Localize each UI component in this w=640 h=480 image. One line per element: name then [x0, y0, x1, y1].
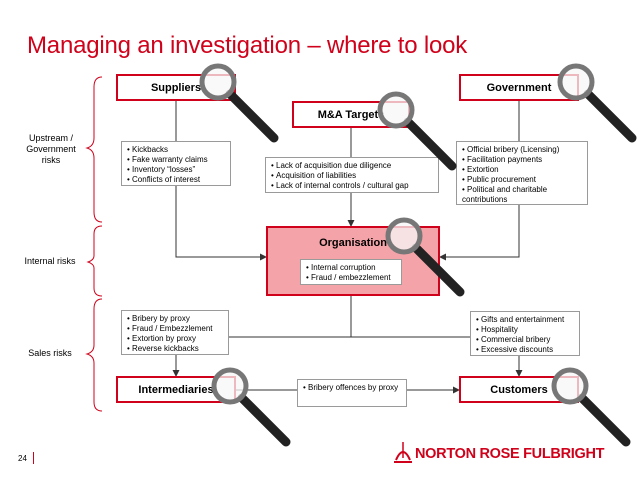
list-item: Internal corruption	[306, 263, 396, 273]
list-item: Bribery by proxy	[127, 314, 223, 324]
list-item: Fake warranty claims	[127, 155, 225, 165]
page-number: 24	[18, 454, 27, 463]
internal-bracket	[86, 225, 103, 297]
list-item: Public procurement	[462, 175, 582, 185]
magnifier-icon	[385, 217, 465, 297]
customers-risks: Gifts and entertainment Hospitality Comm…	[470, 311, 580, 356]
list-item: Fraud / Embezzlement	[127, 324, 223, 334]
intermediaries-risks: Bribery by proxy Fraud / Embezzlement Ex…	[121, 310, 229, 355]
upstream-label: Upstream / Government risks	[26, 133, 76, 165]
list-item: Extortion by proxy	[127, 334, 223, 344]
upstream-bracket	[85, 76, 103, 223]
list-item: Commercial bribery	[476, 335, 574, 345]
list-item: Extortion	[462, 165, 582, 175]
sales-bracket	[85, 298, 103, 412]
magnifier-icon	[199, 63, 279, 143]
internal-label: Internal risks	[24, 256, 76, 266]
government-risks: Official bribery (Licensing) Facilitatio…	[456, 141, 588, 205]
list-item: Acquisition of liabilities	[271, 171, 433, 181]
magnifier-icon	[551, 367, 631, 447]
magnifier-icon	[377, 91, 457, 171]
magnifier-icon	[211, 367, 291, 447]
list-item: Political and charitable contributions	[462, 185, 582, 205]
list-item: Lack of acquisition due diligence	[271, 161, 433, 171]
list-item: Hospitality	[476, 325, 574, 335]
list-item: Fraud / embezzlement	[306, 273, 396, 283]
list-item: Reverse kickbacks	[127, 344, 223, 354]
sales-label: Sales risks	[28, 348, 72, 358]
slide-title: Managing an investigation – where to loo…	[27, 32, 468, 59]
brand-logo: NORTON ROSE FULBRIGHT	[393, 436, 623, 470]
organisation-title: Organisation	[319, 237, 387, 249]
ma-targets-risks: Lack of acquisition due diligence Acquis…	[265, 157, 439, 193]
list-item: Lack of internal controls / cultural gap	[271, 181, 433, 191]
brand-logo-icon	[394, 442, 412, 463]
bribery-offences-note: Bribery offences by proxy	[297, 379, 407, 407]
list-item: Excessive discounts	[476, 345, 574, 355]
page-separator	[33, 452, 34, 464]
list-item: Gifts and entertainment	[476, 315, 574, 325]
list-item: Kickbacks	[127, 145, 225, 155]
organisation-risks: Internal corruption Fraud / embezzlement	[300, 259, 402, 285]
suppliers-risks: Kickbacks Fake warranty claims Inventory…	[121, 141, 231, 186]
magnifier-icon	[557, 63, 637, 143]
list-item: Official bribery (Licensing)	[462, 145, 582, 155]
list-item: Facilitation payments	[462, 155, 582, 165]
list-item: Conflicts of interest	[127, 175, 225, 185]
list-item: Inventory “losses”	[127, 165, 225, 175]
list-item: Bribery offences by proxy	[303, 383, 401, 393]
brand-name: NORTON ROSE FULBRIGHT	[415, 446, 605, 462]
